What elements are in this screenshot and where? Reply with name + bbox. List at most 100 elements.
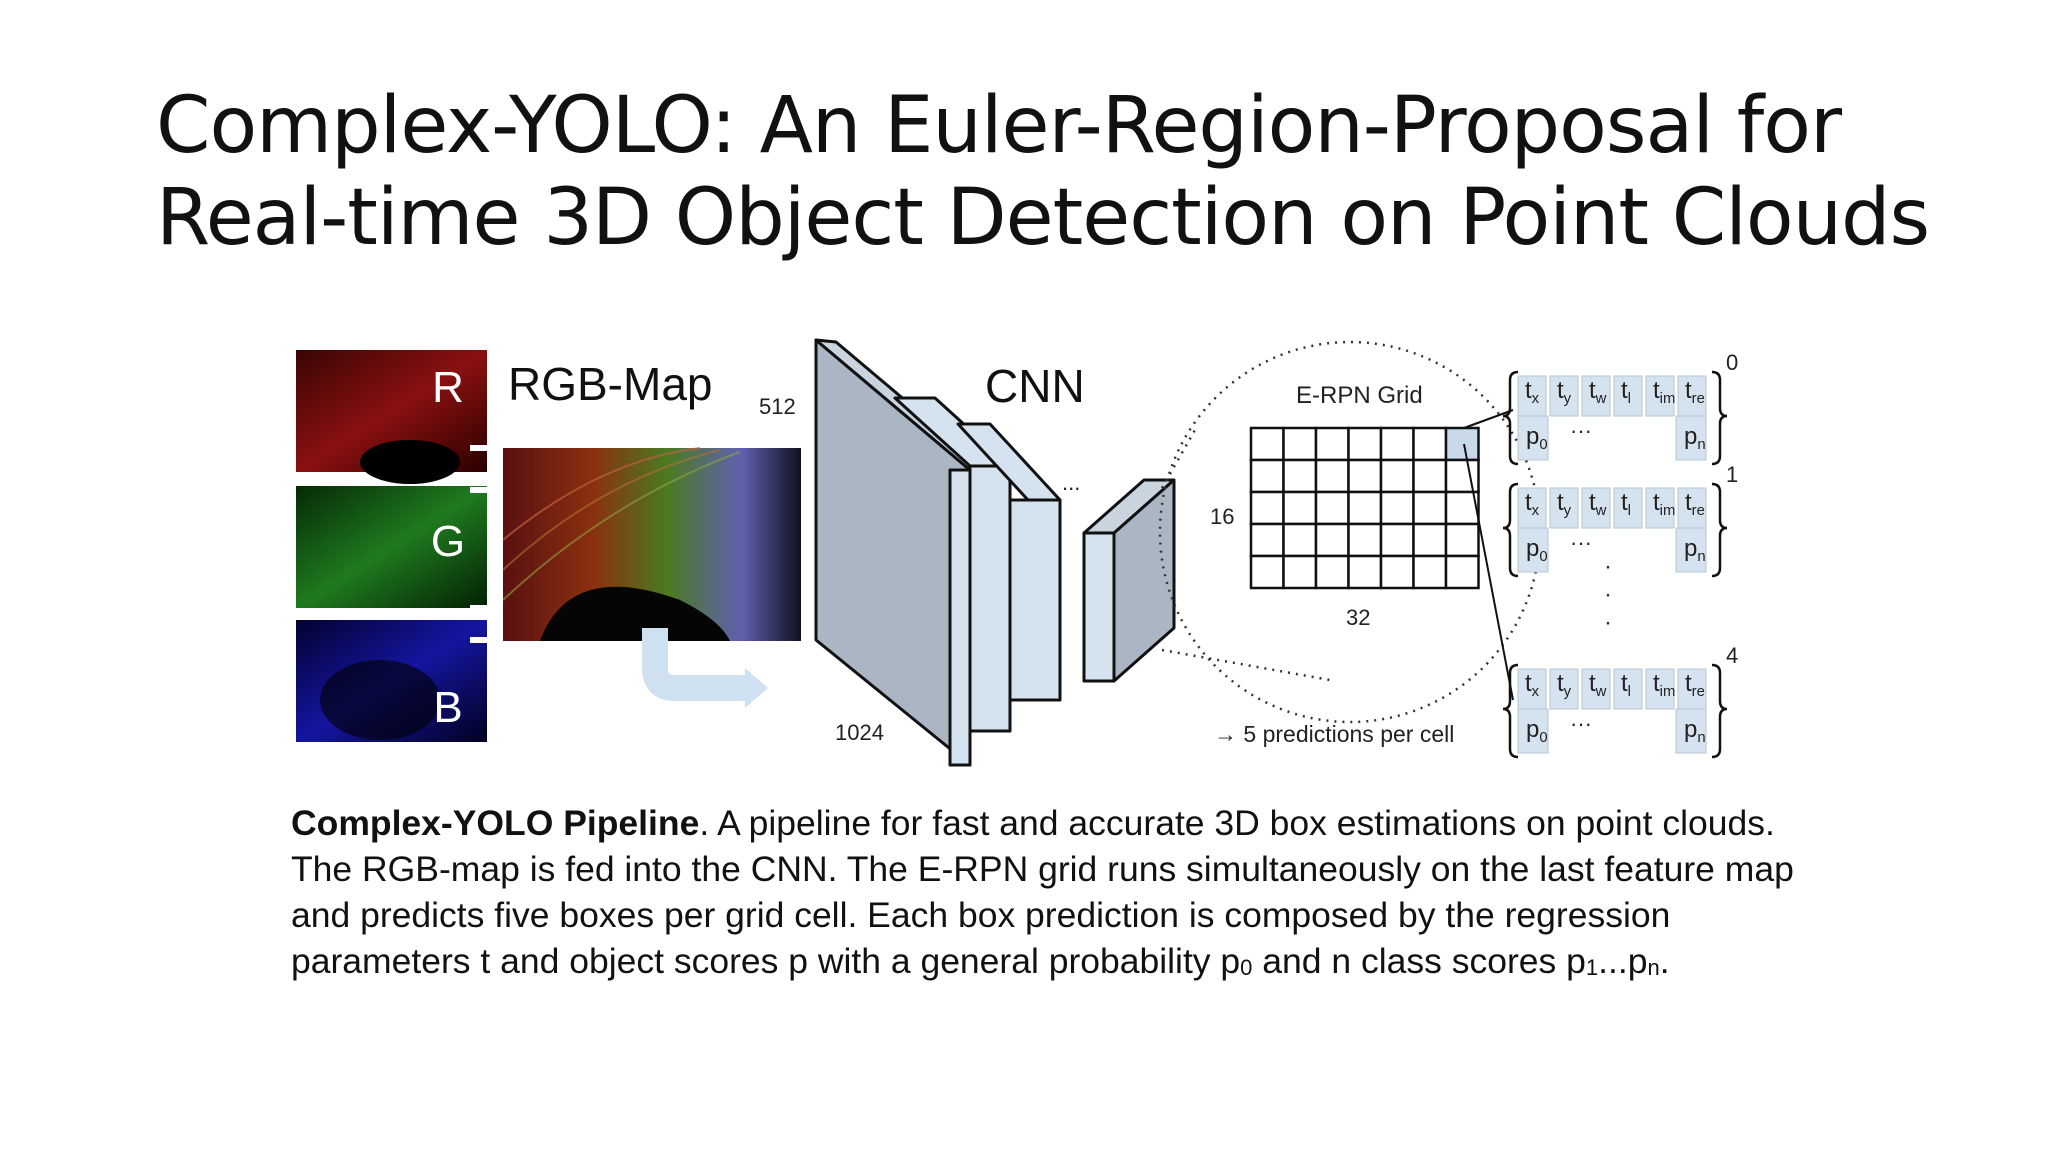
channel-images: R G B <box>296 350 487 742</box>
rgb-map-image <box>502 447 801 641</box>
grid-cell <box>1412 522 1448 558</box>
pn-cell <box>1675 708 1707 754</box>
channel-b-label: B <box>433 683 462 732</box>
caption-sub-1: 1 <box>1585 955 1599 980</box>
param-label: tl <box>1621 377 1631 407</box>
grid-cell <box>1379 554 1415 590</box>
channel-g-label: G <box>431 517 465 566</box>
grid-cell <box>1444 490 1480 526</box>
param-cell <box>1549 375 1579 417</box>
caption-end: . <box>1659 941 1670 981</box>
grid-cell <box>1282 426 1318 462</box>
dim-512-label: 512 <box>759 394 796 419</box>
right-brace <box>1711 663 1728 759</box>
param-cell <box>1677 668 1707 710</box>
green-channel-image <box>296 486 487 608</box>
grid-cell <box>1444 554 1480 590</box>
right-brace <box>1711 482 1728 578</box>
box-index: 1 <box>1726 462 1738 487</box>
param-cell <box>1517 375 1547 417</box>
caption-sub-n: n <box>1647 955 1660 980</box>
param-cell <box>1581 487 1611 529</box>
param-label: tl <box>1621 489 1631 519</box>
grid-cell <box>1347 522 1383 558</box>
grid-cell <box>1347 490 1383 526</box>
grid-cell <box>1249 458 1285 494</box>
param-cell <box>1517 487 1547 529</box>
cell-line-top <box>1463 409 1514 429</box>
grid-cell <box>1249 554 1285 590</box>
title-line-1: Complex-YOLO: An Euler-Region-Proposal f… <box>156 81 1842 171</box>
flow-arrow-head <box>745 668 768 708</box>
cnn-ellipsis: ... <box>1062 470 1080 495</box>
param-cell <box>1677 487 1707 529</box>
param-cell <box>1613 487 1643 529</box>
p0-cell <box>1517 415 1549 461</box>
left-brace <box>1502 482 1519 578</box>
grid-cell <box>1347 426 1383 462</box>
grid-cell <box>1379 490 1415 526</box>
grid-cell <box>1314 554 1350 590</box>
param-cell <box>1645 668 1675 710</box>
grid-cell <box>1249 426 1285 462</box>
caption-text-1: . A pipeline for fast and accurate 3D bo… <box>291 803 1794 981</box>
cnn-layers <box>814 338 1176 767</box>
grid-cell <box>1379 522 1415 558</box>
vdot-3: · <box>1604 609 1612 636</box>
param-cell <box>1613 668 1643 710</box>
param-cell <box>1581 375 1611 417</box>
right-brace <box>1711 370 1728 466</box>
title-line-2: Real-time 3D Object Detection on Point C… <box>156 173 1930 263</box>
grid-cell <box>1314 490 1350 526</box>
param-cell <box>1549 487 1579 529</box>
box-index: 0 <box>1726 350 1738 375</box>
grid-cell <box>1444 522 1480 558</box>
score-dots: ··· <box>1570 418 1592 443</box>
grid-title: E-RPN Grid <box>1296 382 1423 409</box>
dim-1024-label: 1024 <box>835 720 884 745</box>
grid-cell <box>1314 522 1350 558</box>
param-cell <box>1677 375 1707 417</box>
caption-bold: Complex-YOLO Pipeline <box>291 803 700 843</box>
caption-sub-0: 0 <box>1240 955 1253 980</box>
grid-cell <box>1249 522 1285 558</box>
figure-caption: Complex-YOLO Pipeline. A pipeline for fa… <box>291 800 1811 991</box>
grid-cell <box>1379 458 1415 494</box>
pn-cell <box>1675 527 1707 573</box>
p0-cell <box>1517 527 1549 573</box>
param-cell <box>1549 668 1579 710</box>
pn-cell <box>1675 415 1707 461</box>
grid-cols-label: 32 <box>1346 605 1370 630</box>
grid-cell-highlighted <box>1444 426 1480 462</box>
cnn-label: CNN <box>985 360 1085 412</box>
caption-text-2: and n class scores p <box>1252 941 1586 981</box>
param-cell <box>1645 487 1675 529</box>
grid-cell <box>1444 458 1480 494</box>
grid-cell <box>1379 426 1415 462</box>
red-shadow <box>360 440 460 484</box>
channel-r-label: R <box>432 363 464 412</box>
param-cell <box>1581 668 1611 710</box>
erpn-grid <box>1249 426 1480 590</box>
grid-cell <box>1249 490 1285 526</box>
grid-cell <box>1282 458 1318 494</box>
score-dots: ··· <box>1570 530 1592 555</box>
slide-title: Complex-YOLO: An Euler-Region-Proposal f… <box>156 80 1956 264</box>
param-label: tre <box>1685 377 1705 407</box>
grid-cell <box>1282 554 1318 590</box>
cell-line-bottom <box>1463 443 1514 701</box>
grid-cell <box>1412 554 1448 590</box>
grid-cell <box>1282 490 1318 526</box>
param-cell <box>1645 375 1675 417</box>
flow-arrow <box>642 628 745 701</box>
grid-cell <box>1412 490 1448 526</box>
caption-text-3: ...p <box>1598 941 1648 981</box>
grid-cell <box>1282 522 1318 558</box>
grid-rows-label: 16 <box>1210 504 1234 529</box>
vdot-2: · <box>1604 581 1612 608</box>
